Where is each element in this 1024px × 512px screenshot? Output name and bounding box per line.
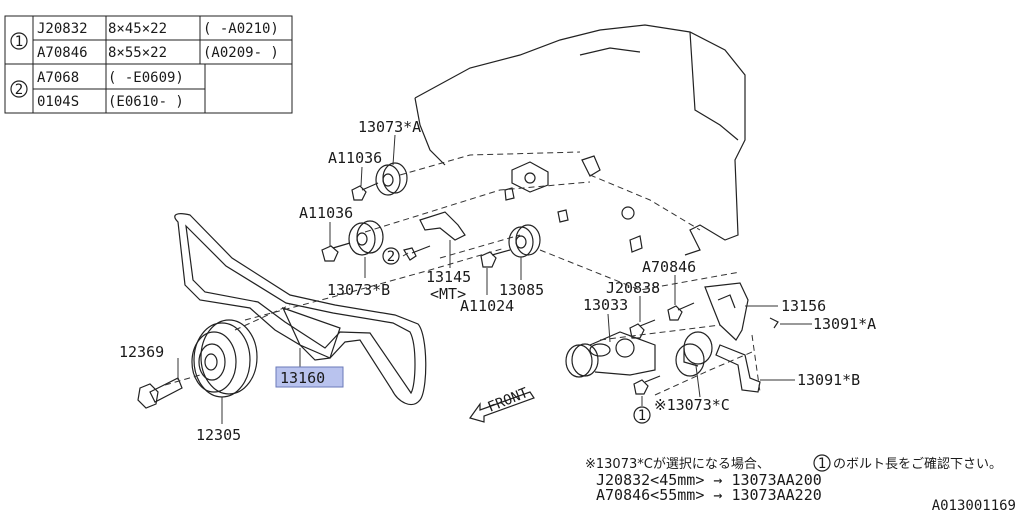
marker-2: 2	[387, 249, 395, 265]
marker-1-circle	[633, 406, 651, 424]
engine-block-outline	[414, 24, 746, 256]
label-a70846: A70846	[642, 258, 696, 276]
label-13160: 13160	[280, 369, 325, 387]
label-13156: 13156	[781, 297, 826, 315]
label-12305: 12305	[196, 426, 241, 444]
note-line2: J20832<45mm> → 13073AA200	[596, 471, 822, 489]
note-marker: 1	[818, 456, 826, 472]
drive-belt	[174, 213, 427, 405]
legend-table: 1 2 J20832 8×45×22 ( -A0210) A70846 8×55…	[4, 15, 293, 114]
label-13073a: 13073*A	[358, 118, 421, 136]
bracket-13156	[704, 282, 779, 341]
legend-marker-2: 2	[15, 82, 23, 98]
legend-code: A7068	[37, 70, 79, 86]
label-13091a: 13091*A	[813, 315, 876, 333]
rod-13091b	[715, 344, 761, 393]
label-j20838: J20838	[606, 279, 660, 297]
front-label: FRONT	[486, 385, 532, 416]
label-13085: 13085	[499, 281, 544, 299]
label-a11024: A11024	[460, 297, 514, 315]
idler-pulley-a	[351, 162, 408, 201]
note-line1-suffix: のボルト長をご確認下さい。	[833, 456, 1002, 472]
diagram-id: A013001169	[932, 498, 1016, 512]
legend-size: 8×45×22	[108, 21, 167, 37]
label-13145: 13145	[426, 268, 471, 286]
legend-range: (E0610- )	[108, 94, 184, 110]
label-13073b: 13073*B	[327, 281, 390, 299]
legend-code: A70846	[37, 45, 88, 61]
label-13033: 13033	[583, 296, 628, 314]
label-a11036-mid: A11036	[299, 204, 353, 222]
assembly-guide-lines	[164, 151, 761, 396]
bracket-13145	[403, 211, 466, 261]
crank-pulley	[191, 319, 258, 398]
legend-marker-1: 1	[15, 34, 23, 50]
label-13091b: 13091*B	[797, 371, 860, 389]
idler-pulley-b	[321, 220, 384, 262]
highlight-13160	[275, 366, 344, 388]
tensioner-13033	[565, 331, 656, 378]
upper-bracket	[504, 155, 601, 223]
crank-bolt	[137, 377, 183, 409]
legend-size: 8×55×22	[108, 45, 167, 61]
idler-pulley-13085	[480, 224, 541, 268]
legend-code: J20832	[37, 21, 88, 37]
front-arrow: FRONT	[469, 385, 535, 423]
leader-lines	[177, 134, 812, 424]
note-block: ※13073*Cが選択になる場合、 1 のボルト長をご確認下さい。 J20832…	[585, 454, 1002, 504]
label-a11036-top: A11036	[328, 149, 382, 167]
marker-1: 1	[638, 408, 646, 424]
note-line1-prefix: ※13073*Cが選択になる場合、	[585, 457, 770, 472]
note-marker-circle	[813, 454, 831, 472]
part-labels: 13073*A A11036 A11036 13073*B 2 13145 <M…	[119, 118, 876, 444]
note-line3: A70846<55mm> → 13073AA220	[596, 486, 822, 504]
label-mt: <MT>	[430, 285, 466, 303]
label-13073c: ※13073*C	[654, 396, 730, 414]
legend-code: 0104S	[37, 94, 79, 110]
idler-pulley-c	[675, 331, 713, 377]
legend-range: (A0209- )	[203, 45, 279, 61]
marker-2-circle	[382, 247, 400, 265]
label-12369: 12369	[119, 343, 164, 361]
legend-range: ( -E0609)	[108, 70, 184, 86]
legend-range: ( -A0210)	[203, 21, 279, 37]
